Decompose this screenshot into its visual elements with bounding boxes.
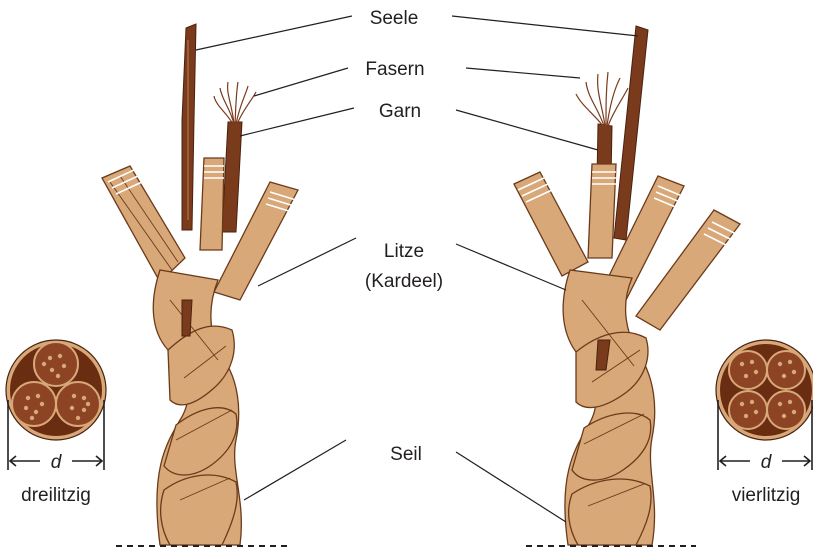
d-label-left: d xyxy=(51,452,63,473)
label-fasern: Fasern xyxy=(365,59,424,80)
label-garn: Garn xyxy=(379,101,421,122)
d-label-right: d xyxy=(761,452,773,473)
label-vierlitzig: vierlitzig xyxy=(732,485,801,506)
left-rope xyxy=(102,24,298,545)
cross-section-four-strand: d vierlitzig xyxy=(716,340,813,506)
label-seil: Seil xyxy=(390,444,422,465)
cross-section-three-strand: d dreilitzig xyxy=(6,340,106,506)
label-seele: Seele xyxy=(370,8,419,29)
left-core xyxy=(182,24,196,230)
left-fibers xyxy=(214,82,256,124)
left-yarn xyxy=(222,122,242,232)
right-rope xyxy=(514,26,740,545)
right-fibers xyxy=(576,72,628,126)
label-litze: Litze xyxy=(384,241,424,262)
label-kardeel: (Kardeel) xyxy=(365,271,443,292)
label-dreilitzig: dreilitzig xyxy=(21,485,91,506)
